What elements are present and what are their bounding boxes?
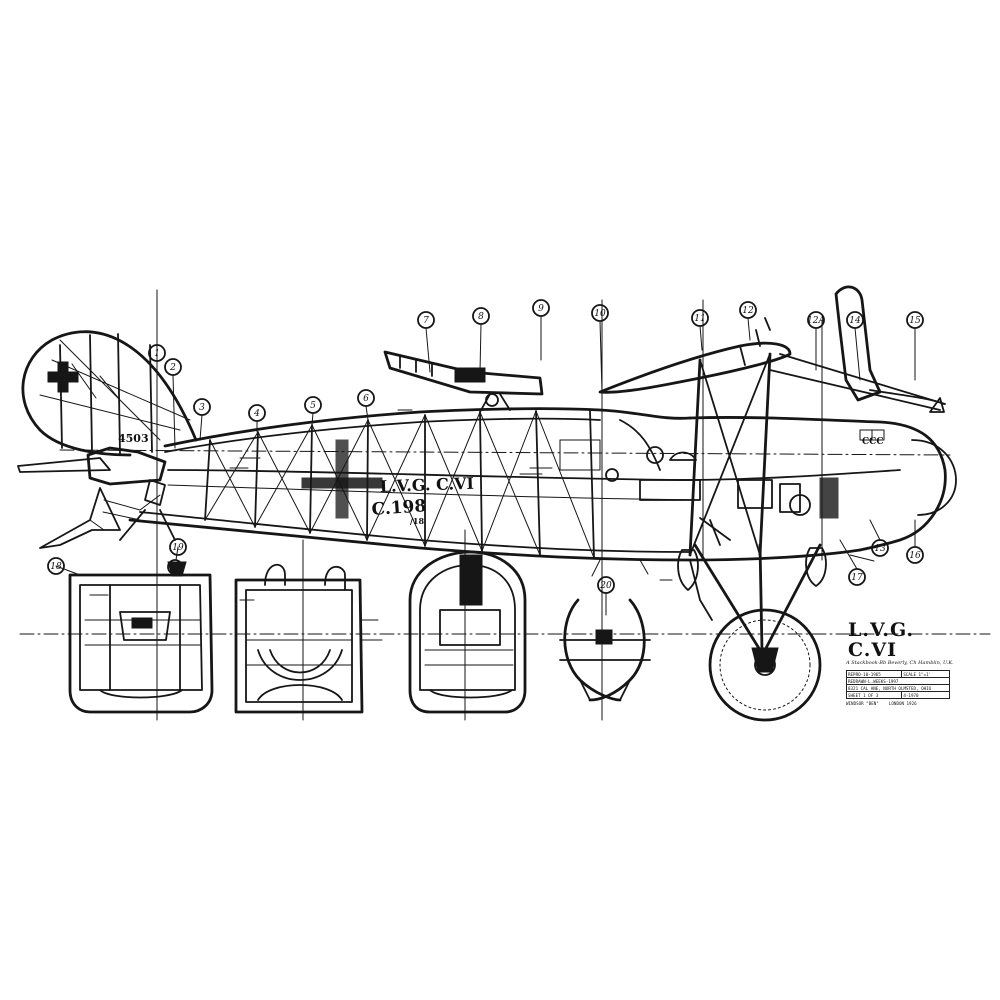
- callout-number: 2: [169, 363, 176, 373]
- callout-number: 12A: [807, 316, 825, 326]
- callout-leader: [311, 412, 314, 426]
- serial-number: C.198: [371, 496, 427, 520]
- rudder: [21, 330, 198, 457]
- nose-mark: CCC: [862, 437, 884, 447]
- table-cell: SHEET 1 OF 3: [845, 691, 903, 699]
- callout-leader: [747, 317, 751, 341]
- rear-gun: [383, 350, 544, 413]
- callout-number: 6: [363, 394, 369, 404]
- callout-number: 16: [909, 551, 921, 561]
- callout-leader: [199, 414, 203, 441]
- tail-skid: [89, 479, 176, 541]
- plan-info-table: REPRO-10-1965 SCALE 1"=1' REDRAWN-L.WEEK…: [845, 670, 950, 699]
- fuselage-markings: L.V.G. C.VI C.198 /18 4503 CCC: [118, 432, 884, 526]
- callout-leader: [869, 519, 881, 541]
- callout-number: 14: [849, 316, 861, 326]
- table-row: REPRO-10-1965 SCALE 1"=1': [845, 670, 950, 678]
- footer-right: LONDON 1926: [888, 701, 917, 706]
- callout-number: 17: [851, 573, 863, 583]
- callout-circle: [357, 389, 375, 407]
- callout-number: 13: [874, 544, 886, 554]
- callout-leader: [365, 405, 369, 421]
- centre-lines: [19, 449, 991, 635]
- tailplane: [17, 446, 167, 549]
- callout-circle: [248, 404, 266, 422]
- plan-title: L.V.G. C.VI: [848, 619, 915, 661]
- callout-circle: [417, 311, 435, 329]
- table-cell: REDRAWN-L.WEEKS-1997: [846, 677, 950, 685]
- callout-circle: [591, 304, 609, 322]
- title-block: L.V.G. C.VI A Stackbook-Bb Beverly, Ch H…: [845, 619, 964, 706]
- callout-circle: [148, 344, 166, 362]
- section-view-4: [559, 598, 651, 702]
- annotations: [89, 409, 875, 641]
- callout-number: 4: [253, 409, 260, 419]
- callout-number: 15: [909, 316, 921, 326]
- callout-leader: [854, 327, 861, 381]
- callout-leader: [175, 546, 179, 561]
- plan-credit: A Stackbook-Bb Beverly, Ch Hamblin, U.K.: [846, 660, 954, 666]
- callout-circle: [906, 546, 924, 564]
- exhaust-stack: [834, 285, 945, 405]
- callout-circle: [193, 398, 211, 416]
- callout-circle: [304, 396, 322, 414]
- callout-number: 1: [154, 349, 160, 359]
- callout-number: 3: [199, 403, 205, 413]
- type-label: L.V.G. C.VI: [379, 474, 474, 496]
- callout-number: 19: [172, 543, 184, 553]
- callout-circle: [532, 299, 550, 317]
- callout-leader: [599, 320, 603, 393]
- plan-footer: WINDSOR "BEN" LONDON 1926: [846, 701, 964, 706]
- rudder-code: 4503: [118, 432, 149, 445]
- callout-number: 9: [538, 304, 544, 314]
- callout-leader: [479, 323, 482, 373]
- section-view-2: [234, 564, 364, 714]
- engine-bay: [699, 429, 885, 546]
- table-cell: 8321 CAL ANE, NORTH OLMSTED, OHIO: [846, 684, 950, 692]
- callout-number: 11: [694, 314, 705, 324]
- cockpit-interior: [559, 419, 701, 501]
- callout-number: 12: [742, 306, 754, 316]
- upper-wing: [598, 341, 946, 413]
- station-lines: [156, 289, 823, 721]
- callout-number: 8: [478, 312, 484, 322]
- serial-suffix: /18: [410, 516, 424, 526]
- callout-leader: [699, 325, 703, 351]
- callout-circle: [906, 311, 924, 329]
- callout-number: 7: [423, 316, 429, 326]
- callout-leader: [425, 327, 431, 373]
- section-view-1: [68, 559, 214, 714]
- callout-circle: [807, 311, 825, 329]
- callout-circle: [846, 311, 864, 329]
- callout-circle: [597, 576, 615, 594]
- callout-circle: [169, 538, 187, 556]
- callout-circle: [848, 568, 866, 586]
- callout-number: 5: [310, 401, 316, 411]
- landing-gear: [677, 543, 827, 722]
- table-row: REDRAWN-L.WEEKS-1997: [846, 677, 950, 685]
- table-cell: SCALE 1"=1': [901, 670, 950, 678]
- callout-circle: [691, 309, 709, 327]
- callout-circle: [47, 557, 65, 575]
- callout-leader: [839, 539, 858, 570]
- table-cell: 4-1970: [901, 691, 950, 699]
- callout-circle: [871, 539, 889, 557]
- callout-number: 20: [599, 581, 612, 591]
- callout-leader: [55, 565, 81, 576]
- section-view-3: [408, 550, 527, 714]
- callout-circle: [739, 301, 757, 319]
- callout-number: 10: [594, 309, 606, 319]
- callout-circle: [472, 307, 490, 325]
- callout-number: 18: [50, 562, 62, 572]
- footer-left: WINDSOR "BEN": [846, 701, 879, 706]
- callout-circle: [164, 358, 182, 376]
- table-row: SHEET 1 OF 3 4-1970: [845, 691, 950, 699]
- table-row: 8321 CAL ANE, NORTH OLMSTED, OHIO: [846, 684, 950, 692]
- table-cell: REPRO-10-1965: [845, 670, 903, 678]
- callout-leader: [172, 374, 176, 449]
